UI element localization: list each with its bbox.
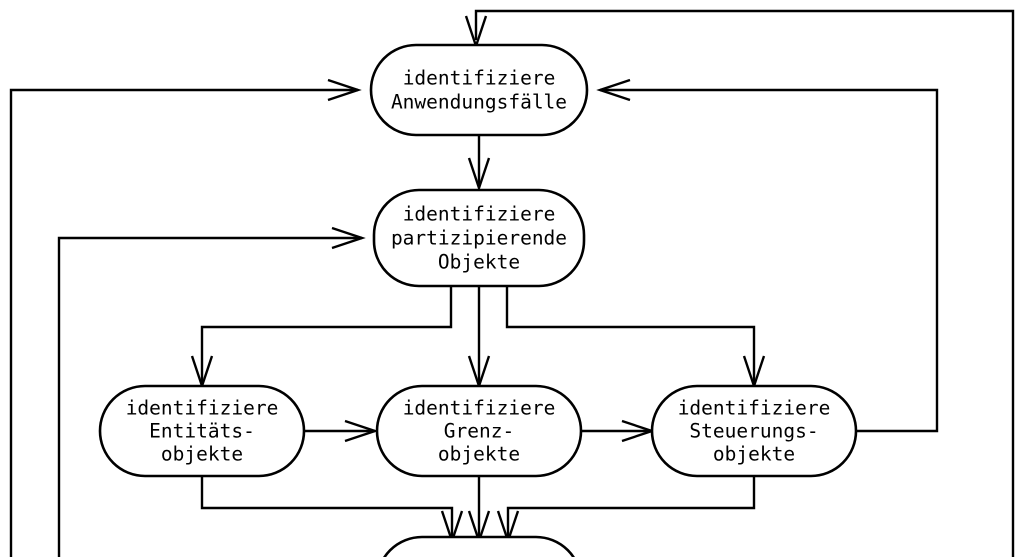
node-anwendungsfaelle-line-0: identifiziere (403, 67, 556, 90)
edge-anwendungsfaelle-to-partizipierende (467, 135, 491, 192)
node-grenzobjekte-line-1: Grenz- (444, 420, 514, 443)
node-steuerungsobjekte-line-0: identifiziere (678, 397, 831, 420)
edge-steuerungs-feedback-to-anwendungsfaelle (596, 78, 939, 433)
edge-entitaets-to-grenz (304, 419, 379, 443)
node-steuerungsobjekte-shape (650, 384, 858, 478)
node-entitaetsobjekte-line-1: Entitäts- (149, 420, 255, 443)
edge-grenz-to-bottom (467, 476, 491, 545)
node-entitaetsobjekte-line-2: objekte (161, 443, 243, 466)
node-grenzobjekte-shape (375, 384, 583, 478)
node-grenzobjekte[interactable]: identifiziere Grenz- objekte (375, 384, 583, 478)
node-anwendungsfaelle-line-1: Anwendungsfälle (391, 91, 567, 114)
node-anwendungsfaelle[interactable]: identifiziere Anwendungsfälle (369, 43, 589, 137)
node-partizipierende-objekte-line-0: identifiziere (403, 203, 556, 226)
edge-steuerungs-to-bottom (496, 476, 756, 545)
node-bottom-node-cutoff-shape (383, 535, 575, 557)
edge-grenz-to-steuerungs (581, 419, 656, 443)
node-entitaetsobjekte-shape (98, 384, 306, 478)
node-partizipierende-objekte[interactable]: identifiziere partizipierende Objekte (372, 188, 586, 288)
node-partizipierende-objekte-line-2: Objekte (438, 251, 520, 274)
edge-partizipierende-to-steuerungs (505, 286, 766, 390)
node-entitaetsobjekte[interactable]: identifiziere Entitäts- objekte (98, 384, 306, 478)
node-grenzobjekte-line-0: identifiziere (403, 397, 556, 420)
node-partizipierende-objekte-line-1: partizipierende (391, 227, 567, 250)
edge-bottom-feedback-inner-to-partizipierende (57, 226, 366, 557)
node-partizipierende-objekte-shape (372, 188, 586, 288)
node-bottom-node-cutoff[interactable] (377, 535, 581, 557)
node-steuerungsobjekte-line-1: Steuerungs- (689, 420, 818, 443)
node-steuerungsobjekte-line-2: objekte (713, 443, 795, 466)
edge-partizipierende-to-grenz (467, 286, 491, 390)
edge-bottom-feedback-outer-to-anwendungsfaelle (9, 78, 362, 557)
node-entitaetsobjekte-line-0: identifiziere (126, 397, 279, 420)
node-steuerungsobjekte[interactable]: identifiziere Steuerungs- objekte (650, 384, 858, 478)
node-grenzobjekte-line-2: objekte (438, 443, 520, 466)
edge-entitaets-to-bottom (200, 476, 464, 545)
node-anwendungsfaelle-shape (369, 43, 589, 137)
edge-partizipierende-to-entitaets (190, 286, 453, 390)
